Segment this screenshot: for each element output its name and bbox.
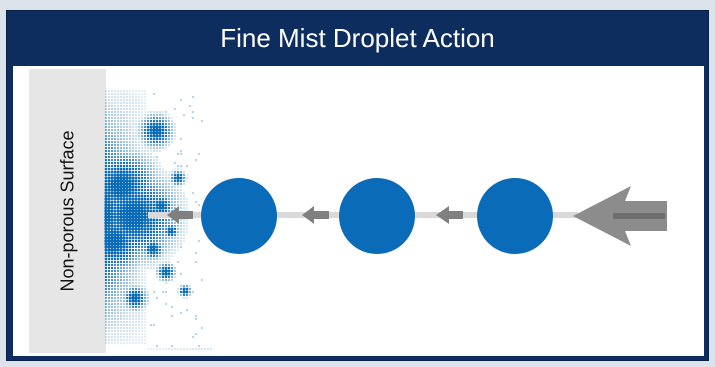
splash-icon [104, 90, 212, 350]
diagram-frame: Fine Mist Droplet Action Non-porous Surf… [6, 10, 709, 361]
non-porous-surface: Non-porous Surface [29, 69, 106, 353]
diagram-panel: Non-porous Surface [13, 66, 704, 356]
droplet-icon [339, 178, 415, 254]
droplet-diagram [104, 90, 667, 350]
small-arrow-icon [167, 206, 193, 224]
small-arrow-icon [302, 206, 329, 224]
diagram-title: Fine Mist Droplet Action [220, 23, 495, 53]
small-arrow-icon [436, 206, 463, 224]
droplet-icon [201, 178, 277, 254]
droplet-icon [477, 178, 553, 254]
large-arrow-icon [573, 186, 667, 246]
